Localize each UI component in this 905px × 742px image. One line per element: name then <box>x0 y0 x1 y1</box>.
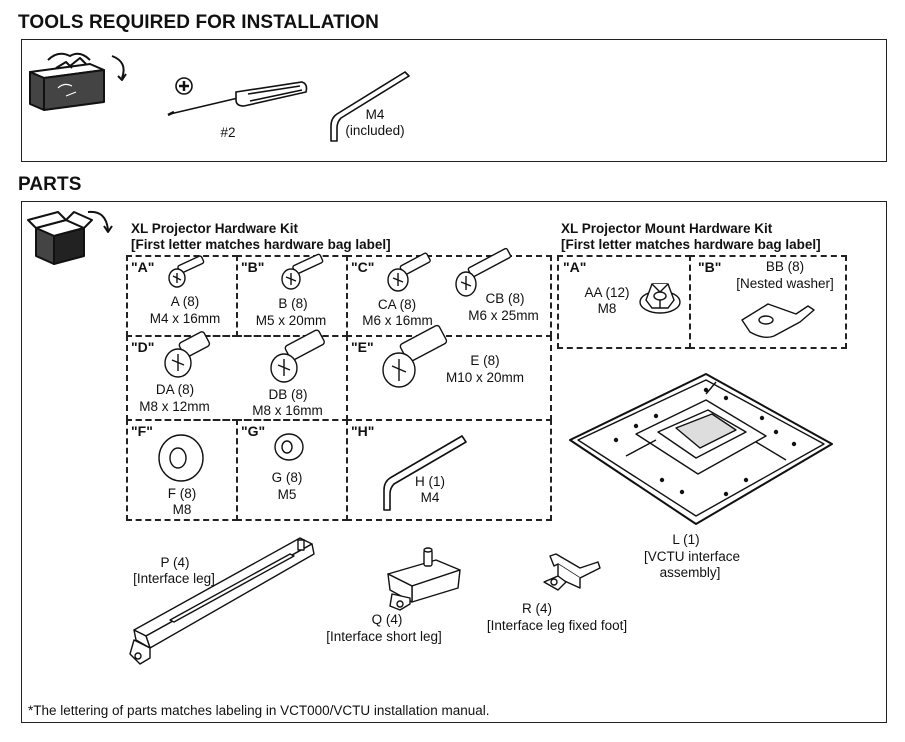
washer-f-icon <box>158 434 204 482</box>
screw-e-icon <box>382 324 448 388</box>
part-db-name: DB (8) <box>268 387 308 402</box>
screw-a-icon <box>168 255 205 288</box>
mount-bag-b-frame <box>689 255 847 349</box>
part-r-name: R (4) <box>522 601 552 616</box>
parts-panel <box>21 201 887 723</box>
part-l-desc-1: [VCTU interface <box>643 549 741 564</box>
part-bb-name: BB (8) <box>765 259 805 274</box>
bag-c-tag: "C" <box>351 259 375 275</box>
part-p-desc: [Interface leg] <box>133 571 215 586</box>
toolbox-icon <box>29 52 127 111</box>
part-aa-spec: M8 <box>597 301 617 316</box>
projector-kit-subtitle: [First letter matches hardware bag label… <box>131 237 391 252</box>
part-e-spec: M10 x 20mm <box>445 370 525 385</box>
allen-key-icon <box>330 71 410 142</box>
part-h-name: H (1) <box>415 474 445 489</box>
mount-kit-subtitle: [First letter matches hardware bag label… <box>561 237 821 252</box>
part-g-spec: M5 <box>277 487 297 502</box>
vctu-interface-assembly-icon <box>569 373 833 525</box>
bag-a-tag: "A" <box>131 259 155 275</box>
part-q-desc: [Interface short leg] <box>326 629 442 644</box>
mount-bag-b-tag: "B" <box>698 259 722 275</box>
screwdriver-icon <box>167 77 308 117</box>
interface-short-leg-icon <box>387 547 461 611</box>
part-ca-spec: M6 x 16mm <box>362 313 433 328</box>
bag-g-tag: "G" <box>241 423 266 439</box>
mount-kit-title: XL Projector Mount Hardware Kit <box>561 221 773 236</box>
part-da-name: DA (8) <box>155 382 195 397</box>
part-b-name: B (8) <box>278 296 308 311</box>
part-h-spec: M4 <box>420 490 440 505</box>
screw-da-icon <box>164 331 211 378</box>
allen-key-size: M4 <box>365 107 385 122</box>
parts-heading: PARTS <box>18 174 82 195</box>
part-l-name: L (1) <box>672 532 700 547</box>
part-a-name: A (8) <box>170 294 200 309</box>
allen-key-note: (included) <box>345 123 405 138</box>
part-l-desc-2: assembly] <box>659 565 721 580</box>
screw-ca-icon <box>387 252 431 292</box>
part-aa-name: AA (12) <box>584 285 630 300</box>
screw-cb-icon <box>455 247 512 297</box>
bag-e-tag: "E" <box>351 339 374 355</box>
part-b-spec: M5 x 20mm <box>255 313 327 328</box>
nested-washer-bb-icon <box>741 303 815 339</box>
interface-leg-fixed-foot-icon <box>543 553 601 591</box>
part-bb-spec: [Nested washer] <box>736 276 834 291</box>
bag-f-tag: "F" <box>131 423 153 439</box>
bag-h-tag: "H" <box>351 423 375 439</box>
screwdriver-label: #2 <box>220 125 236 140</box>
tools-heading: TOOLS REQUIRED FOR INSTALLATION <box>18 12 379 33</box>
part-e-name: E (8) <box>470 353 500 368</box>
part-ca-name: CA (8) <box>377 297 417 312</box>
part-r-desc: [Interface leg fixed foot] <box>486 618 628 633</box>
bag-d-tag: "D" <box>131 339 155 355</box>
tools-panel <box>21 39 887 162</box>
part-q-name: Q (4) <box>371 612 403 627</box>
open-box-icon <box>27 210 113 265</box>
bag-h-frame <box>346 419 552 521</box>
part-cb-spec: M6 x 25mm <box>468 308 539 323</box>
part-f-spec: M8 <box>172 502 192 517</box>
part-p-name: P (4) <box>160 555 190 570</box>
footnote: *The lettering of parts matches labeling… <box>28 703 490 718</box>
allen-key-h-icon <box>383 435 467 511</box>
screw-b-icon <box>281 253 324 290</box>
nut-aa-icon <box>639 283 681 314</box>
part-da-spec: M8 x 12mm <box>139 399 210 414</box>
washer-g-icon <box>274 433 304 461</box>
part-db-spec: M8 x 16mm <box>252 403 323 418</box>
part-g-name: G (8) <box>271 470 303 485</box>
part-a-spec: M4 x 16mm <box>149 311 221 326</box>
part-cb-name: CB (8) <box>485 291 525 306</box>
bag-b-tag: "B" <box>241 259 265 275</box>
projector-kit-title: XL Projector Hardware Kit <box>131 221 299 236</box>
mount-bag-a-tag: "A" <box>563 259 587 275</box>
interface-leg-icon <box>129 537 315 665</box>
screw-db-icon <box>270 329 325 383</box>
part-f-name: F (8) <box>167 486 197 501</box>
